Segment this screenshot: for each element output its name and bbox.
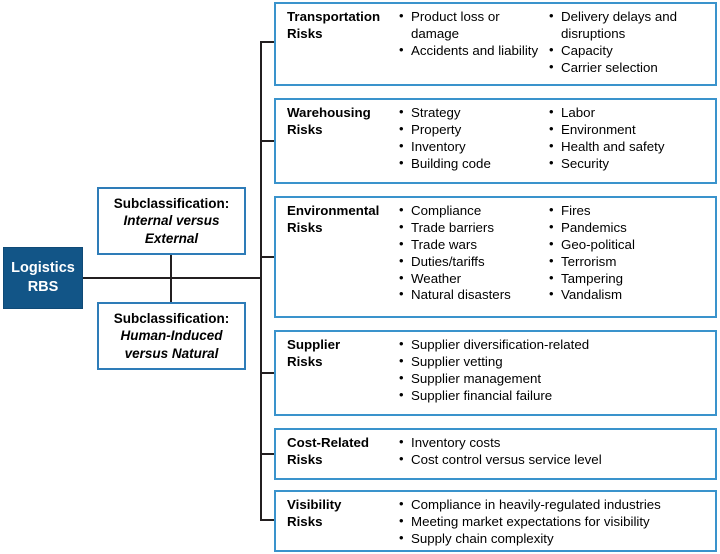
- risk-list-warehousing-b: LaborEnvironmentHealth and safetySecurit…: [548, 104, 711, 173]
- risk-title-line2: Risks: [287, 25, 323, 41]
- risk-item: Property: [398, 121, 544, 139]
- risk-item: Health and safety: [548, 138, 711, 156]
- risk-list-warehousing-a: StrategyPropertyInventoryBuilding code: [398, 104, 544, 173]
- risk-item: Meeting market expectations for visibili…: [398, 513, 711, 531]
- risk-columns: Supplier diversification-relatedSupplier…: [398, 336, 715, 409]
- risk-item: Tampering: [548, 270, 711, 288]
- connector-stub-4: [260, 372, 275, 374]
- risk-box-environmental[interactable]: Environmental Risks ComplianceTrade barr…: [274, 196, 717, 318]
- risk-item: Terrorism: [548, 253, 711, 271]
- risk-list-transportation-b: Delivery delays and disruptionsCapacityC…: [548, 8, 711, 77]
- risk-title-transportation: Transportation Risks: [276, 9, 398, 79]
- risk-list-cost-related-a: Inventory costsCost control versus servi…: [398, 434, 711, 469]
- subclassification-2-value-line2: versus Natural: [124, 345, 219, 361]
- subclassification-node-human-induced-natural[interactable]: Subclassification: Human-Induced versus …: [97, 302, 246, 370]
- risk-item: Fires: [548, 202, 711, 220]
- risk-columns: ComplianceTrade barriersTrade warsDuties…: [398, 202, 715, 311]
- subclassification-node-internal-external[interactable]: Subclassification: Internal versus Exter…: [97, 187, 246, 255]
- subclassification-1-value-line2: External: [144, 230, 199, 246]
- risk-item: Compliance: [398, 202, 544, 220]
- risk-item: Strategy: [398, 104, 544, 122]
- risk-item: Inventory costs: [398, 434, 711, 452]
- subclassification-1-title: Subclassification:: [113, 195, 230, 211]
- risk-title-visibility: Visibility Risks: [276, 497, 398, 545]
- risk-item: Environment: [548, 121, 711, 139]
- risk-item: Weather: [398, 270, 544, 288]
- risk-list-transportation-a: Product loss or damageAccidents and liab…: [398, 8, 544, 60]
- risk-item: Cost control versus service level: [398, 451, 711, 469]
- risk-item: Duties/tariffs: [398, 253, 544, 271]
- risk-list-environmental-b: FiresPandemicsGeo-politicalTerrorismTamp…: [548, 202, 711, 304]
- connector-stub-6: [260, 519, 275, 521]
- risk-title-line2: Risks: [287, 513, 323, 529]
- risk-box-cost-related[interactable]: Cost-Related Risks Inventory costsCost c…: [274, 428, 717, 480]
- connector-stub-2: [260, 140, 275, 142]
- root-label-line1: Logistics: [11, 260, 75, 277]
- risk-box-transportation[interactable]: Transportation Risks Product loss or dam…: [274, 2, 717, 86]
- root-node-logistics-rbs[interactable]: Logistics RBS: [3, 247, 83, 309]
- risk-columns: Compliance in heavily-regulated industri…: [398, 496, 715, 548]
- risk-columns: Inventory costsCost control versus servi…: [398, 434, 715, 473]
- risk-item: Pandemics: [548, 219, 711, 237]
- risk-columns: Product loss or damageAccidents and liab…: [398, 8, 715, 79]
- risk-item: Capacity: [548, 42, 711, 60]
- risk-item: Natural disasters: [398, 286, 544, 304]
- risk-columns: StrategyPropertyInventoryBuilding code L…: [398, 104, 715, 177]
- risk-title-supplier: Supplier Risks: [276, 337, 398, 409]
- risk-title-line2: Risks: [287, 219, 323, 235]
- subclassification-2-title: Subclassification:: [113, 310, 230, 326]
- risk-item: Inventory: [398, 138, 544, 156]
- connector-stub-5: [260, 453, 275, 455]
- risk-title-environmental: Environmental Risks: [276, 203, 398, 311]
- connector-stub-3: [260, 256, 275, 258]
- connector-subclassifications: [170, 255, 172, 303]
- subclassification-2-value-line1: Human-Induced: [120, 328, 223, 344]
- risk-item: Compliance in heavily-regulated industri…: [398, 496, 711, 514]
- risk-title-line1: Transportation: [287, 9, 381, 24]
- risk-item: Trade barriers: [398, 219, 544, 237]
- risk-item: Geo-political: [548, 236, 711, 254]
- risk-title-warehousing: Warehousing Risks: [276, 105, 398, 177]
- risk-title-line1: Warehousing: [287, 105, 371, 120]
- risk-list-environmental-a: ComplianceTrade barriersTrade warsDuties…: [398, 202, 544, 304]
- risk-item: Product loss or damage: [398, 8, 544, 43]
- risk-item: Delivery delays and disruptions: [548, 8, 711, 43]
- root-label-line2: RBS: [27, 279, 59, 295]
- risk-item: Trade wars: [398, 236, 544, 254]
- risk-title-line1: Supplier: [287, 337, 341, 352]
- connector-spine: [260, 42, 262, 520]
- risk-item: Supply chain complexity: [398, 530, 711, 548]
- risk-title-line2: Risks: [287, 451, 323, 467]
- risk-item: Vandalism: [548, 286, 711, 304]
- risk-item: Supplier vetting: [398, 353, 711, 371]
- connector-root-trunk: [82, 277, 262, 279]
- risk-title-line1: Visibility: [287, 497, 342, 512]
- connector-stub-1: [260, 41, 275, 43]
- risk-item: Supplier diversification-related: [398, 336, 711, 354]
- risk-title-line1: Environmental: [287, 203, 380, 218]
- risk-item: Supplier management: [398, 370, 711, 388]
- risk-item: Supplier financial failure: [398, 387, 711, 405]
- risk-item: Labor: [548, 104, 711, 122]
- risk-item: Carrier selection: [548, 59, 711, 77]
- risk-list-visibility-a: Compliance in heavily-regulated industri…: [398, 496, 711, 548]
- risk-item: Security: [548, 155, 711, 173]
- risk-title-line1: Cost-Related: [287, 435, 370, 450]
- risk-item: Accidents and liability: [398, 42, 544, 60]
- subclassification-1-value-line1: Internal versus: [123, 213, 220, 229]
- risk-list-supplier-a: Supplier diversification-relatedSupplier…: [398, 336, 711, 405]
- risk-box-visibility[interactable]: Visibility Risks Compliance in heavily-r…: [274, 490, 717, 552]
- risk-title-line2: Risks: [287, 121, 323, 137]
- risk-box-warehousing[interactable]: Warehousing Risks StrategyPropertyInvent…: [274, 98, 717, 184]
- risk-title-cost-related: Cost-Related Risks: [276, 435, 398, 473]
- risk-title-line2: Risks: [287, 353, 323, 369]
- risk-item: Building code: [398, 155, 544, 173]
- risk-box-supplier[interactable]: Supplier Risks Supplier diversification-…: [274, 330, 717, 416]
